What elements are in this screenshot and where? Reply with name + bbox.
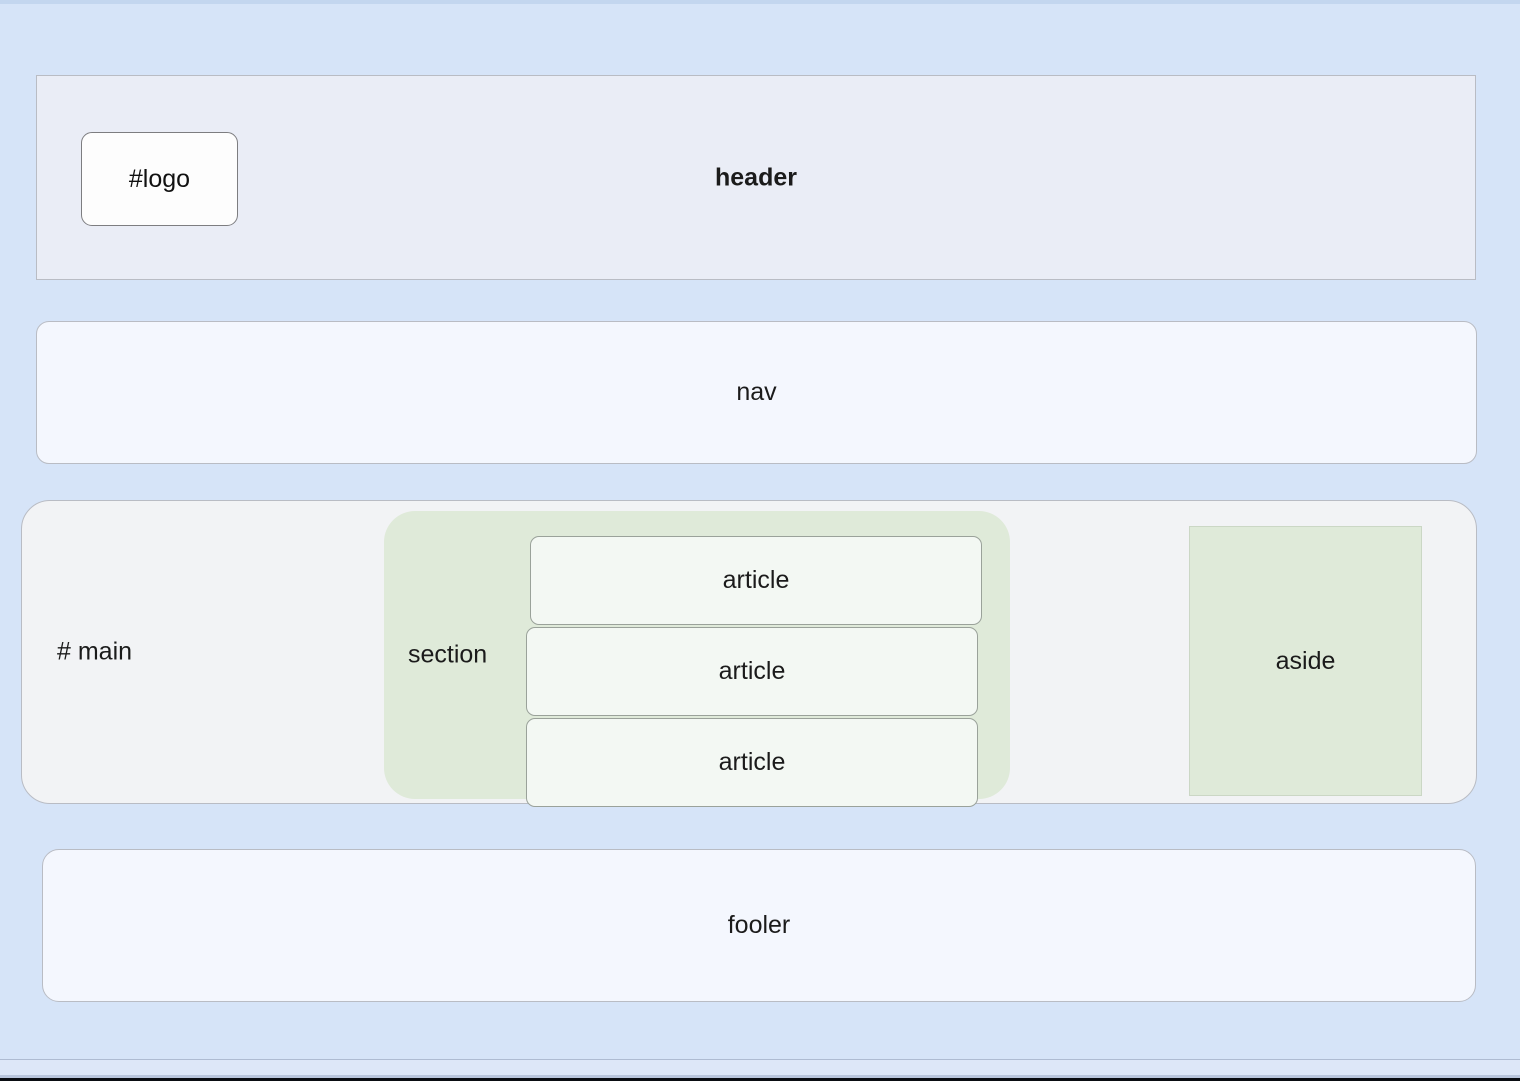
- horizontal-scrollbar-track[interactable]: [0, 1075, 1520, 1078]
- page-canvas: #logo header nav # main section article …: [0, 4, 1520, 1059]
- horizontal-scrollbar[interactable]: [0, 1059, 1520, 1081]
- section-block[interactable]: section article article article: [384, 511, 1010, 807]
- aside-block[interactable]: aside: [1189, 526, 1422, 796]
- nav-block[interactable]: nav: [36, 321, 1477, 464]
- article-box[interactable]: article: [530, 536, 982, 625]
- article-label: article: [718, 748, 786, 776]
- header-block[interactable]: #logo header: [36, 75, 1476, 280]
- main-block[interactable]: # main section article article article a…: [21, 500, 1477, 807]
- article-label: article: [722, 566, 790, 594]
- section-label: section: [408, 640, 488, 669]
- footer-label: fooler: [727, 911, 791, 939]
- viewport-bottom-edge: [0, 1078, 1520, 1081]
- logo-box[interactable]: #logo: [81, 132, 238, 226]
- aside-label: aside: [1275, 646, 1336, 675]
- nav-label: nav: [736, 378, 777, 406]
- logo-label: #logo: [128, 164, 191, 193]
- footer-block[interactable]: fooler: [42, 849, 1476, 1002]
- article-box[interactable]: article: [526, 627, 978, 716]
- article-label: article: [718, 657, 786, 685]
- article-box[interactable]: article: [526, 718, 978, 807]
- header-label: header: [715, 163, 797, 191]
- viewport-top-edge: [0, 0, 1520, 4]
- main-label: # main: [57, 637, 133, 666]
